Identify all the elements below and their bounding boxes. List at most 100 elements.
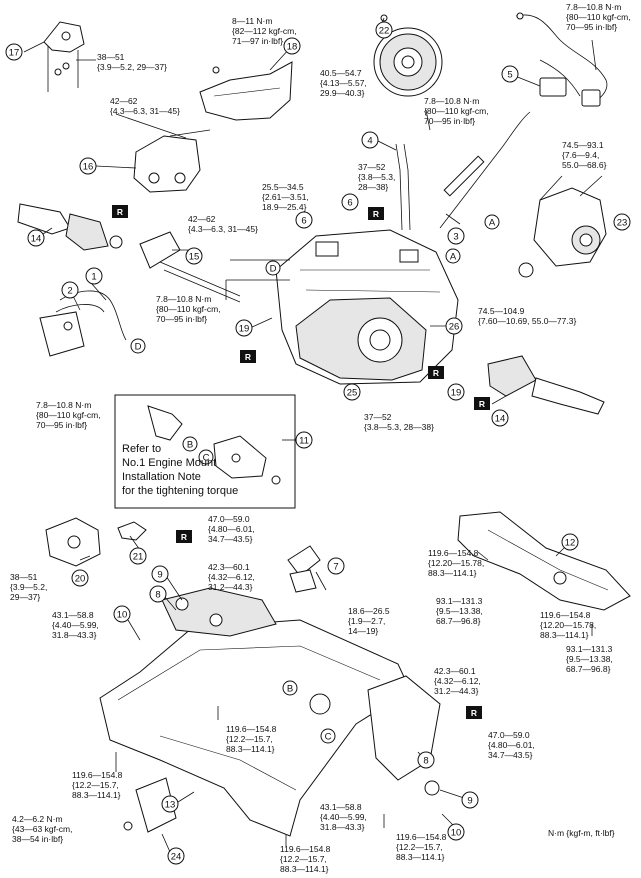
torque-18: 8—11 N·m{82—112 kgf-cm,71—97 in·lbf} [232,16,297,46]
torque-20: 38—51{3.9—5.2,29—37} [10,572,47,602]
callout-9a: 9 [151,565,169,583]
torque-bottom-center: 119.6—154.8{12.2—15.7,88.3—114.1} [280,844,331,874]
marker-label: C [203,453,210,464]
callout-19b: 19 [447,383,465,401]
part-17-bracket [43,21,85,92]
callout-8b: 8 [417,751,435,769]
units-note: N·m {kgf-m, ft·lbf} [548,828,615,838]
callout-label: 7 [333,562,338,573]
marker-R: R [176,530,192,543]
part-22-drive-plate [373,14,443,97]
marker-label: R [471,708,477,718]
marker-label: R [479,399,485,409]
part-14-drive-shaft-left [17,203,123,251]
marker-B: B [282,680,298,696]
torque-labels: 38—51{3.9—5.2, 29—37} 8—11 N·m{82—112 kg… [10,2,631,874]
torque-37b: 37—52{3.8—5.3, 28—38} [364,412,434,432]
callout-label: 3 [453,232,458,243]
torque-15: 7.8—10.8 N·m{80—110 kgf-cm,70—95 in·lbf} [156,294,221,324]
callout-label: 14 [31,234,42,245]
callout-label: 23 [617,218,628,229]
torque-5: 7.8—10.8 N·m{80—110 kgf-cm,70—95 in·lbf} [566,2,631,32]
part-23-transaxle-mount [518,187,607,278]
callout-16: 16 [79,157,97,175]
torque-25a: 25.5—34.5{2.61—3.51,18.9—25.4} [262,182,309,212]
torque-13: 119.6—154.8{12.2—15.7,88.3—114.1} [72,770,123,800]
torque-7: 18.6—26.5{1.9—2.7,14—19} [348,606,390,636]
callout-label: 11 [299,436,309,447]
marker-R: R [368,207,384,220]
torque-left: 7.8—10.8 N·m{80—110 kgf-cm,70—95 in·lbf} [36,400,101,430]
part-5-wiring-harness [515,12,608,107]
marker-C: C [320,728,336,744]
torque-47b: 47.0—59.0{4.80—6.01,34.7—43.5} [488,730,535,760]
callout-14a: 14 [27,229,45,247]
marker-R: R [466,706,482,719]
callout-label: 14 [495,414,506,425]
callout-label: 10 [451,828,462,839]
torque-93b: 93.1—131.3{9.5—13.38,68.7—96.8} [566,644,613,674]
callout-4: 4 [361,131,379,149]
callout-21: 21 [129,547,147,565]
callout-10a: 10 [113,605,131,623]
callout-3: 3 [447,227,465,245]
callout-label: 6 [301,216,306,227]
callout-label: 20 [75,574,86,585]
torque-43a: 43.1—58.8{4.40—5.99,31.8—43.3} [52,610,99,640]
letter-markers: R R R R R R R A A D D B C B C [112,205,500,744]
marker-label: A [450,252,457,263]
torque-24: 4.2—6.2 N·m{43—63 kgf-cm,38—54 in·lbf} [12,814,72,844]
callout-13: 13 [161,795,179,813]
marker-A: A [484,214,500,230]
callout-label: 4 [367,136,372,147]
torque-47a: 47.0—59.0{4.80—6.01,34.7—43.5} [208,514,255,544]
callout-label: 21 [133,552,144,563]
callout-label: 2 [67,286,72,297]
marker-label: D [135,342,142,353]
torque-93a: 93.1—131.3{9.5—13.38,68.7—96.8} [436,596,483,626]
marker-label: B [187,440,193,451]
callout-numbers: 17 18 22 5 16 4 6 6 23 14 15 1 2 19 26 1… [5,21,631,865]
torque-bottom-right: 119.6—154.8{12.2—15.7,88.3—114.1} [396,832,447,862]
callout-label: 12 [565,538,576,549]
torque-12a: 119.6—154.8{12.20—15.78,88.3—114.1} [428,548,484,578]
marker-label: R [433,368,439,378]
marker-label: R [181,532,187,542]
callout-label: 19 [451,388,462,399]
callout-label: 25 [347,388,358,399]
callout-5: 5 [501,65,519,83]
marker-R: R [428,366,444,379]
callout-18: 18 [283,37,301,55]
callout-20: 20 [71,569,89,587]
part-26-transaxle-body [225,229,459,385]
torque-42c: 42.3—60.1{4.32—6.12,31.2—44.3} [208,562,255,592]
callout-8a: 8 [149,585,167,603]
torque-42d: 42.3—60.1{4.32—6.12,31.2—44.3} [434,666,481,696]
marker-label: C [325,732,332,743]
part-21-clip [117,521,147,541]
callout-label: 16 [83,162,94,173]
part-16-mount-bracket [133,129,211,193]
callout-label: 22 [379,26,390,37]
callout-label: 9 [157,570,162,581]
callout-25: 25 [343,383,361,401]
callout-label: 26 [449,322,460,333]
torque-43b: 43.1—58.8{4.40—5.99,31.8—43.3} [320,802,367,832]
part-1-2-cooler-hoses [39,290,127,357]
callout-9b: 9 [461,791,479,809]
callout-label: 8 [423,756,428,767]
torque-37a: 37—52{3.8—5.3,28—38} [358,162,395,192]
part-14-drive-shaft-right [487,355,605,415]
torque-74a: 74.5—93.1{7.6—9.4,55.0—68.6} [562,140,607,170]
callout-label: 6 [347,198,352,209]
callout-22: 22 [375,21,393,39]
marker-D: D [130,338,146,354]
callout-label: 24 [171,852,182,863]
marker-label: R [245,352,251,362]
marker-R: R [112,205,128,218]
callout-11: 11 [295,431,313,449]
engine-mount-note: Refer to No.1 Engine Mount Installation … [122,443,238,497]
callout-26: 26 [445,317,463,335]
part-3-shift-cable [439,111,531,229]
callout-2: 2 [61,281,79,299]
